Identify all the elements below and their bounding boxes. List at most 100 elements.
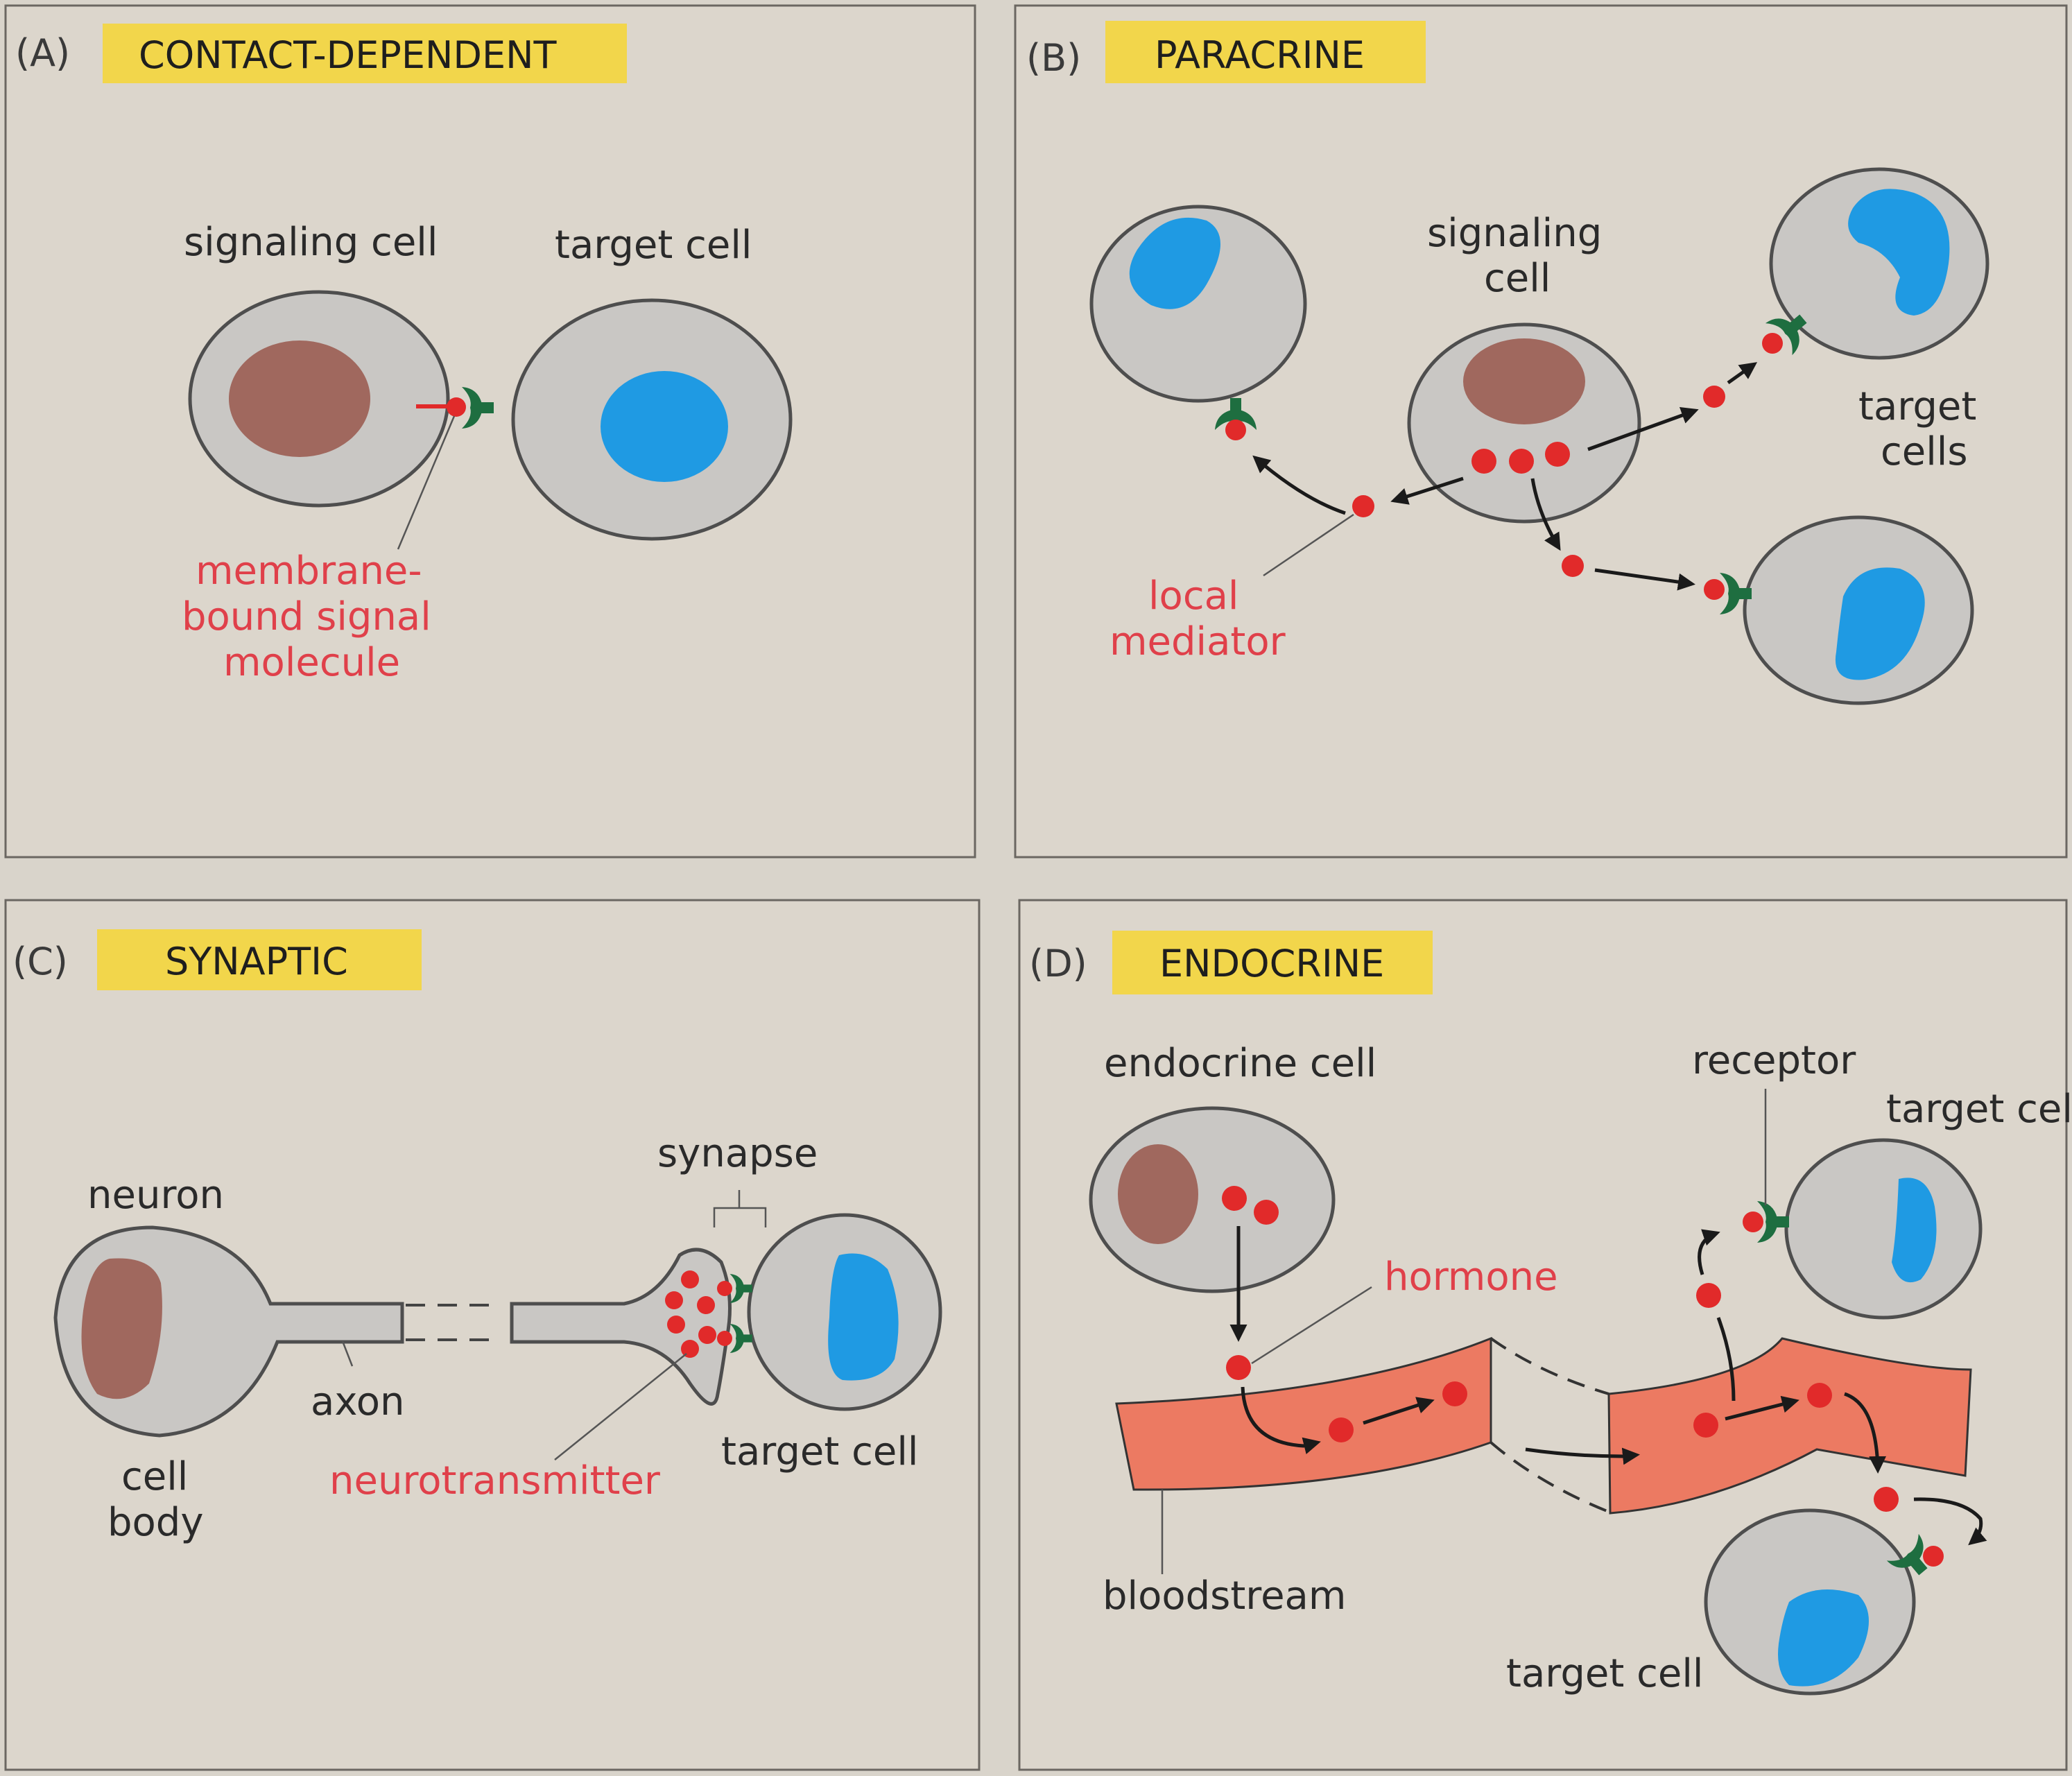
nucleus-top-right [1848,189,1950,316]
endocrine-target-cell-top [1784,1138,1983,1320]
blood-arrow [1525,1447,1640,1465]
panel-a-letter: (A) [15,31,70,75]
free-mediator-dot [1352,495,1374,517]
panel-b: (B) PARACRINE signaling cell target cell… [1014,4,2068,859]
panel-a-title-bg [103,24,627,83]
panel-b-letter: (B) [1026,36,1081,80]
vesicle-dot [665,1291,683,1309]
membrane-signal-label-1: membrane- [196,549,422,594]
target-cell-top-label: target cel [1886,1087,2072,1132]
panel-c: (C) SYNAPTIC neuron synapse axon cell bo… [4,899,981,1771]
arrow-to-top-left [1252,455,1346,515]
signaling-cell-label-1: signaling [1427,211,1602,256]
panel-a: (A) CONTACT-DEPENDENT signaling cell tar… [4,4,976,859]
mediator-dot [1509,449,1534,474]
vesicle-dot [681,1340,699,1358]
cell-body-label-2: body [107,1500,204,1545]
panel-b-title: PARACRINE [1155,33,1365,77]
hormone-dot [1442,1381,1467,1406]
hormone-dot [1254,1200,1279,1225]
vesicle-dot [697,1296,715,1314]
endocrine-nucleus [1118,1144,1198,1244]
bound-mediator-dot [1762,333,1783,354]
vesicle-dot [681,1270,699,1288]
hormone-dot [1693,1413,1718,1438]
neurotransmitter-label: neurotransmitter [329,1458,661,1503]
target-cell-nucleus [601,371,728,482]
exit-arrow [1844,1392,1887,1474]
hormone-dot [1696,1283,1721,1308]
hormone-dot [1222,1186,1247,1211]
panel-a-frame [4,4,976,859]
receptor-label: receptor [1692,1038,1856,1083]
signaling-cell-label-2: cell [1484,256,1551,301]
free-mediator-dot [1703,386,1725,408]
local-mediator-label-1: local [1148,574,1238,619]
bound-neurotransmitter-dot [717,1281,732,1296]
mediator-dot [1545,442,1570,467]
paracrine-nucleus [1463,338,1585,424]
exit-arrow [1698,1229,1720,1275]
local-mediator-label-2: mediator [1110,619,1286,664]
synaptic-target-cell-label: target cell [721,1429,918,1474]
arrow-to-top-right-mediator [1587,407,1699,451]
panel-b-title-bg [1105,21,1426,83]
panel-d-title: ENDOCRINE [1159,942,1384,985]
mediator-pointer-line [1263,513,1354,577]
synaptic-target-nucleus [828,1253,899,1381]
membrane-signal-label-2: bound signal [182,594,431,639]
nucleus-bottom-right [1835,567,1925,680]
panel-d-frame [1018,899,2068,1771]
endocrine-cell-label: endocrine cell [1104,1041,1376,1086]
free-mediator-dot [1562,555,1584,577]
vesicle-dot [667,1316,685,1334]
panel-c-letter: (C) [12,940,68,983]
panel-d-title-bg [1112,931,1433,994]
bloodstream-left [1115,1336,1492,1491]
target-cells-label-2: cells [1881,429,1968,474]
bloodstream-label: bloodstream [1103,1574,1346,1619]
hormone-label: hormone [1384,1255,1558,1300]
bloodstream-right [1607,1337,1972,1515]
axon-label: axon [311,1379,405,1424]
bloodstream-gap [1490,1337,1609,1513]
target-cell-label: target cell [555,223,752,268]
synapse-label: synapse [657,1131,818,1176]
neurotransmitter-pointer-line [554,1353,687,1460]
mediator-dot [1471,449,1496,474]
bound-mediator-dot [1225,420,1246,440]
bound-hormone-dot [1743,1212,1763,1232]
blood-arrow [1716,1317,1736,1402]
target-cell-bottom-label: target cell [1506,1651,1703,1696]
bound-hormone-dot [1923,1546,1944,1567]
arrow-to-bottom-right [1594,568,1695,591]
membrane-signal-dot [447,397,466,417]
neuron-label: neuron [87,1173,224,1218]
membrane-signal-label-3: molecule [223,640,400,685]
panel-d-letter: (D) [1029,942,1087,985]
panel-d: (D) ENDOCRINE endocrine cell receptor ta… [1018,899,2072,1771]
blood-arrow [1241,1386,1321,1454]
panel-c-title: SYNAPTIC [165,940,348,983]
exit-arrow [1913,1497,1987,1546]
arrow-to-mediator [1390,476,1464,505]
bound-mediator-dot [1704,579,1725,600]
cell-body-label-1: cell [121,1454,188,1499]
signaling-cell-label: signaling cell [184,220,438,265]
blood-arrow [1725,1395,1799,1421]
hormone-dot [1874,1487,1899,1512]
hormone-dot [1807,1383,1832,1408]
hormone-pointer-line [1251,1286,1372,1365]
axon-pointer-line [341,1340,354,1367]
panel-a-title: CONTACT-DEPENDENT [139,33,557,77]
hormone-dot [1329,1417,1354,1442]
synapse-bracket [713,1190,767,1227]
target-cells-label-1: target [1858,384,1976,429]
signal-pointer-line [397,415,456,550]
panel-c-title-bg [97,929,422,990]
nucleus-top-left [1129,217,1220,309]
vesicle-dot [698,1326,716,1344]
neuron-nucleus [81,1258,162,1399]
signaling-cell-nucleus [229,340,370,457]
